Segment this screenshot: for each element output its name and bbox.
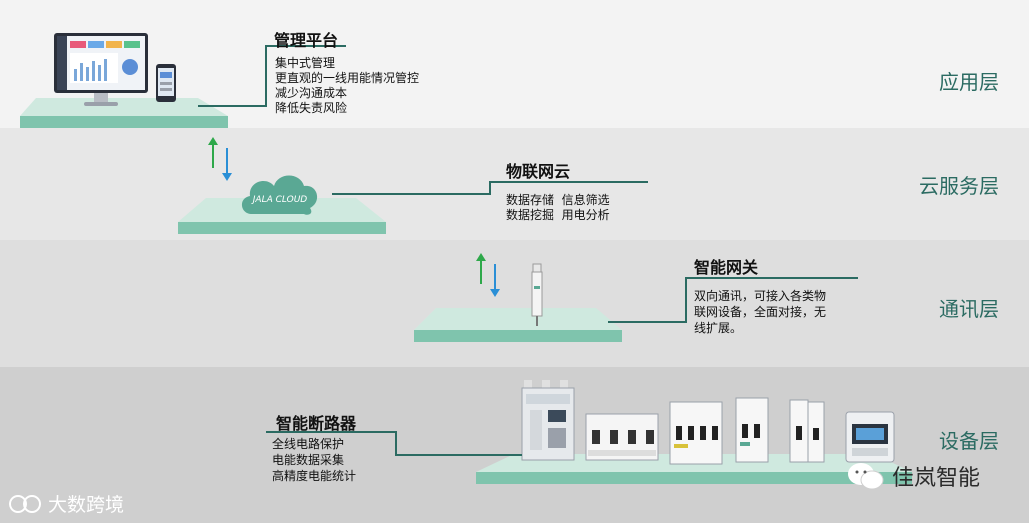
platform-description: 集中式管理 更直观的一线用能情况管控 减少沟通成本 降低失责风险	[275, 56, 419, 116]
gateway-device-icon	[530, 262, 544, 328]
watermark-left-text: 大数跨境	[48, 490, 124, 517]
breaker-molded-case-icon	[520, 380, 576, 462]
wechat-icon	[846, 460, 886, 492]
watermark-left: 大数跨境	[8, 490, 124, 517]
breaker-title: 智能断路器	[276, 410, 356, 434]
cloud-icon: JALA CLOUD	[238, 168, 322, 220]
platform-line-1: 集中式管理	[275, 56, 419, 71]
layer-label-communication: 通讯层	[939, 293, 999, 322]
layer-label-device: 设备层	[939, 425, 999, 454]
gateway-title: 智能网关	[694, 254, 758, 278]
breaker-line-1: 全线电路保护	[272, 436, 356, 452]
breaker-mcb-4pole-icon	[668, 400, 724, 466]
gateway-line-2: 联网设备，全面对接，无	[694, 304, 826, 320]
energy-meter-icon	[844, 410, 896, 464]
cloud-description: 数据存储 信息筛选 数据挖掘 用电分析	[506, 193, 610, 223]
platform-gateway	[412, 306, 624, 346]
data-flow-arrows-2	[474, 252, 504, 300]
breaker-1pole-small-icon	[806, 400, 826, 464]
gateway-line-1: 双向通讯，可接入各类物	[694, 288, 826, 304]
platform-line-2: 更直观的一线用能情况管控	[275, 71, 419, 86]
data-flow-arrows-1	[206, 136, 236, 184]
breaker-4pole-icon	[584, 410, 660, 464]
communication-layer-band	[0, 240, 1029, 367]
gateway-description: 双向通讯，可接入各类物 联网设备，全面对接，无 线扩展。	[694, 288, 826, 336]
cloud-logo-text: JALA CLOUD	[251, 195, 308, 205]
breaker-line-3: 高精度电能统计	[272, 468, 356, 484]
platform-title: 管理平台	[274, 27, 338, 51]
cloud-title: 物联网云	[506, 158, 570, 182]
watermark-right-text: 佳岚智能	[892, 460, 980, 492]
breaker-2pole-icon	[734, 396, 770, 464]
breaker-description: 全线电路保护 电能数据采集 高精度电能统计	[272, 436, 356, 484]
gateway-line-3: 线扩展。	[694, 320, 826, 336]
platform-line-4: 降低失责风险	[275, 101, 419, 116]
watermark-logo-icon	[8, 492, 44, 516]
watermark-right: 佳岚智能	[846, 460, 980, 492]
cloud-line-1: 数据存储 信息筛选	[506, 193, 610, 208]
layer-label-application: 应用层	[939, 66, 999, 95]
platform-line-3: 减少沟通成本	[275, 86, 419, 101]
monitor-icon	[54, 33, 150, 109]
layer-label-cloud: 云服务层	[919, 170, 999, 199]
cloud-line-2: 数据挖掘 用电分析	[506, 208, 610, 223]
breaker-line-2: 电能数据采集	[272, 452, 356, 468]
phone-icon	[156, 64, 178, 104]
